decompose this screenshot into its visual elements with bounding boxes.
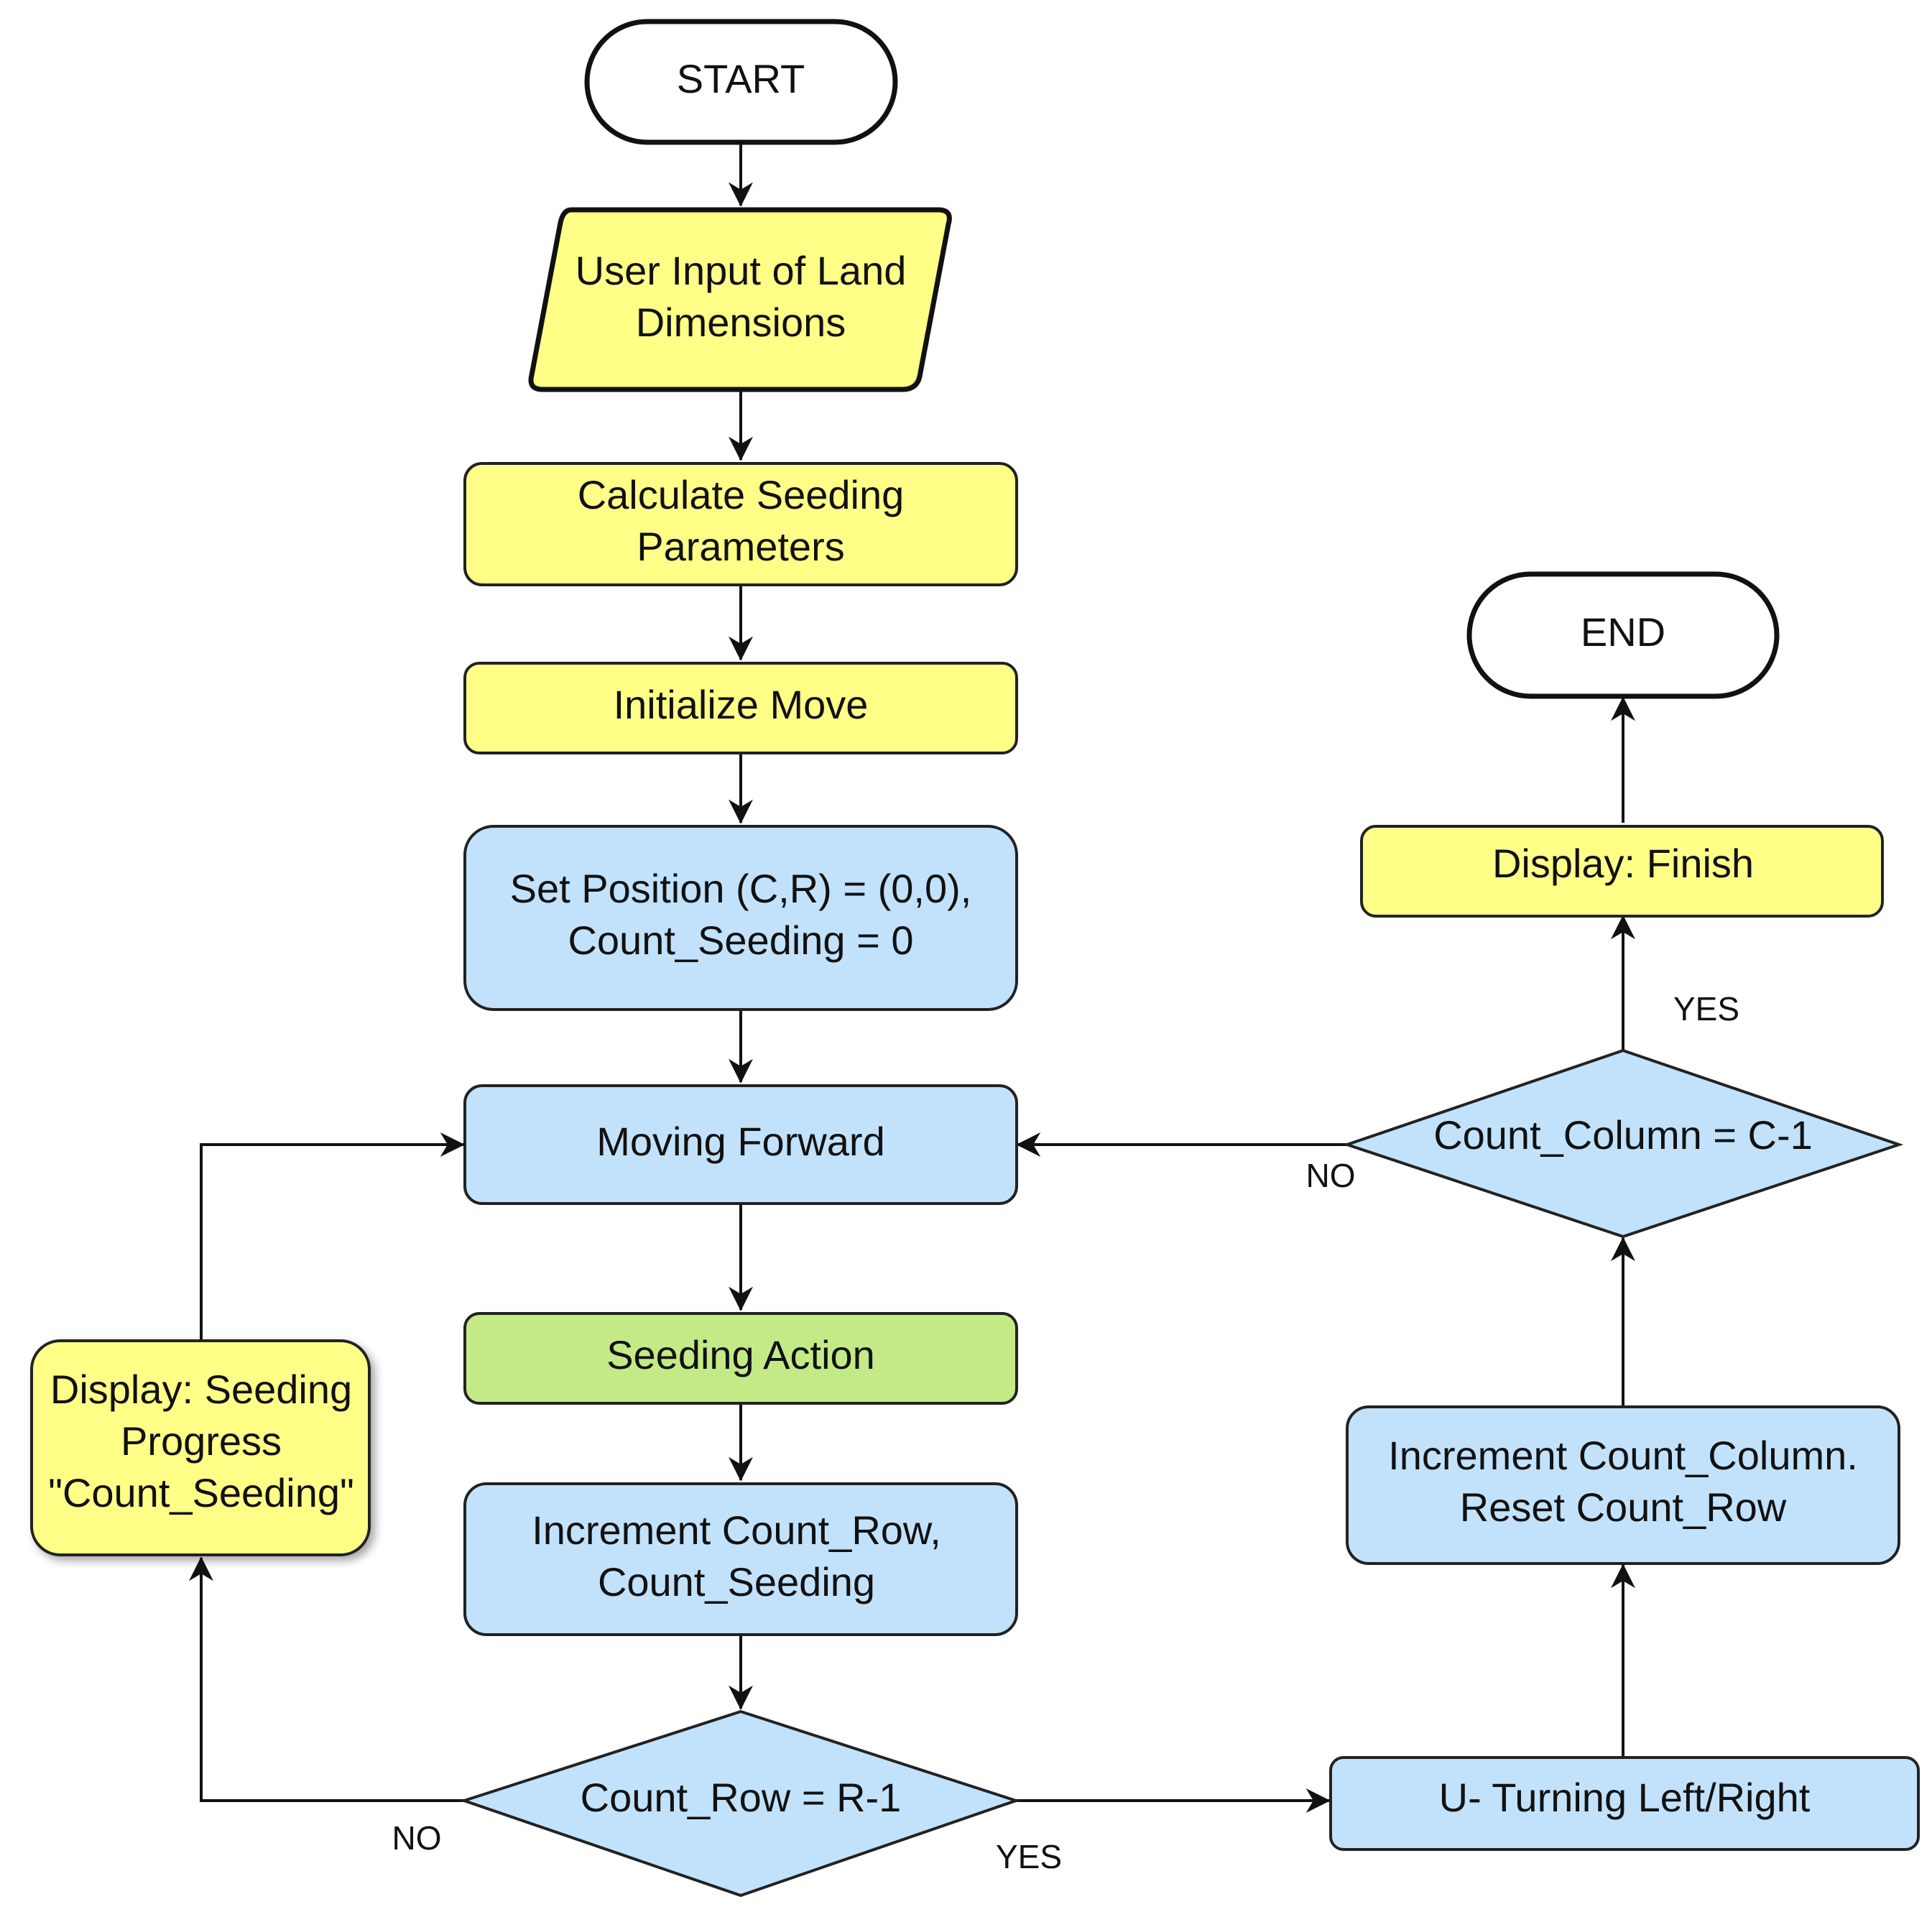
node-text-line: Count_Row = R-1 — [581, 1775, 902, 1820]
node-text-line: U- Turning Left/Right — [1439, 1775, 1811, 1820]
seeding-action-node: Seeding Action — [463, 1312, 1018, 1405]
node-text-line: User Input of Land — [576, 248, 907, 293]
start-label: START — [677, 56, 805, 101]
node-text-line: END — [1581, 609, 1665, 655]
start-terminal: START — [584, 19, 898, 145]
node-text-line: Calculate Seeding — [578, 472, 905, 517]
u-turn-label: U- Turning Left/Right — [1439, 1775, 1811, 1820]
set-position-node: Set Position (C,R) = (0,0), Count_Seeding… — [463, 825, 1018, 1011]
node-text-line: Increment Count_Column. — [1388, 1433, 1858, 1478]
initialize-label: Initialize Move — [614, 682, 869, 727]
decision-column-label: Count_Column = C-1 — [1433, 1112, 1813, 1158]
column-yes-label: YES — [1673, 990, 1739, 1027]
row-no-label: NO — [392, 1819, 442, 1857]
node-text-line: Initialize Move — [614, 682, 869, 727]
display-progress-shape — [30, 1339, 371, 1556]
decision-row-shape — [459, 1709, 1021, 1898]
node-text-line: Progress — [121, 1418, 282, 1464]
edge-display-to-moving — [200, 1132, 465, 1341]
edges — [189, 142, 1635, 1813]
node-text-line: Parameters — [637, 524, 844, 569]
u-turn-shape — [1329, 1756, 1920, 1851]
moving-forward-node: Moving Forward — [463, 1084, 1018, 1205]
seeding-action-shape — [463, 1312, 1018, 1405]
end-terminal: END — [1466, 571, 1780, 699]
node-text-line: Seeding Action — [606, 1332, 875, 1377]
increment-column-node: Increment Count_Column. Reset Count_Row — [1346, 1405, 1900, 1565]
node-text-line: Count_Seeding = 0 — [568, 918, 913, 963]
node-text-line: Count_Column = C-1 — [1433, 1112, 1813, 1158]
row-yes-label: YES — [996, 1838, 1062, 1875]
moving-forward-label: Moving Forward — [596, 1119, 884, 1164]
start-shape — [584, 19, 898, 145]
node-text-line: Increment Count_Row, — [532, 1507, 941, 1553]
end-shape — [1466, 571, 1780, 699]
node-text-line: Moving Forward — [596, 1119, 884, 1164]
increment-row-shape — [463, 1482, 1018, 1636]
increment-row-label: Increment Count_Row, Count_Seeding — [532, 1507, 941, 1604]
user-input-shape — [528, 207, 952, 392]
display-finish-node: Display: Finish — [1360, 825, 1884, 918]
node-text-line: Set Position (C,R) = (0,0), — [510, 866, 972, 911]
calculate-shape — [463, 462, 1018, 586]
node-text-line: Display: Seeding — [50, 1367, 352, 1412]
set-position-shape — [463, 825, 1018, 1011]
increment-column-shape — [1346, 1405, 1900, 1565]
node-text-line: "Count_Seeding" — [48, 1470, 354, 1515]
initialize-shape — [463, 662, 1018, 754]
seeding-action-label: Seeding Action — [606, 1332, 875, 1377]
node-text-line: Reset Count_Row — [1460, 1484, 1787, 1530]
node-text-line: Count_Seeding — [598, 1559, 875, 1604]
decision-row-label: Count_Row = R-1 — [581, 1775, 902, 1820]
end-label: END — [1581, 609, 1665, 655]
u-turn-node: U- Turning Left/Right — [1329, 1756, 1920, 1851]
increment-row-node: Increment Count_Row, Count_Seeding — [463, 1482, 1018, 1636]
decision-column-node: Count_Column = C-1 — [1342, 1048, 1904, 1239]
decision-row-node: Count_Row = R-1 — [459, 1709, 1021, 1898]
increment-column-label: Increment Count_Column. Reset Count_Row — [1388, 1433, 1858, 1530]
node-text-line: Display: Finish — [1492, 841, 1754, 886]
decision-column-shape — [1342, 1048, 1904, 1239]
display-finish-label: Display: Finish — [1492, 841, 1754, 886]
node-text-line: Dimensions — [636, 300, 846, 345]
node-text-line: START — [677, 56, 805, 101]
set-position-label: Set Position (C,R) = (0,0), Count_Seeding… — [510, 866, 972, 963]
display-finish-shape — [1360, 825, 1884, 918]
column-no-label: NO — [1306, 1157, 1356, 1194]
initialize-node: Initialize Move — [463, 662, 1018, 754]
edge-decision-no-to-display — [189, 1556, 464, 1802]
moving-forward-shape — [463, 1084, 1018, 1205]
